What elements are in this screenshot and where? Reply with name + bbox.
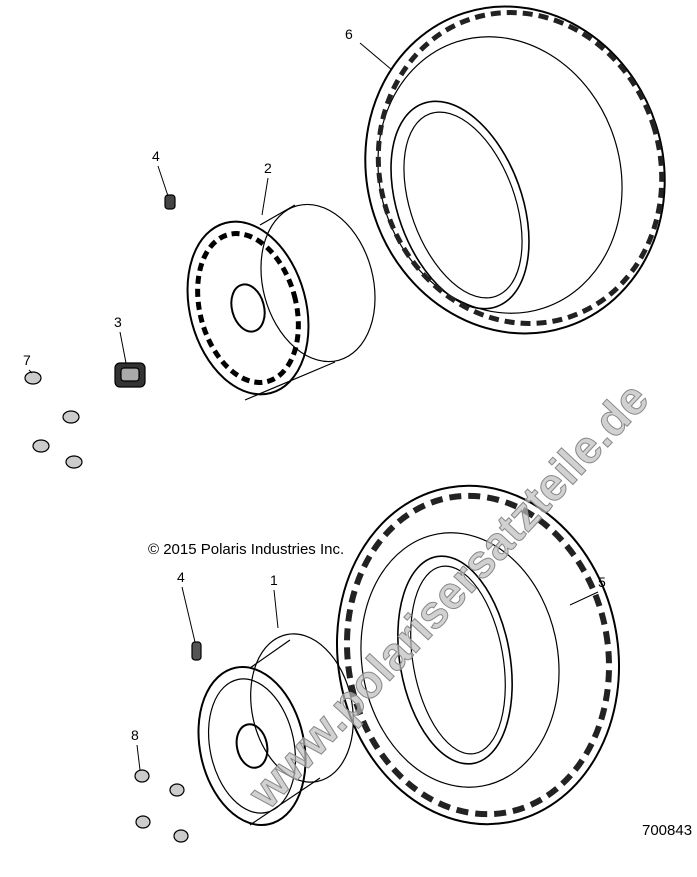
rear-tire-6 [364, 5, 666, 335]
callout-4: 4 [152, 148, 160, 164]
callout-1: 1 [270, 572, 278, 588]
valve-stem-4-lower [191, 641, 202, 661]
callout-6: 6 [345, 26, 353, 42]
front-tire-5 [336, 484, 620, 826]
callout-2: 2 [264, 160, 272, 176]
diagram-number: 700843 [642, 822, 693, 839]
rear-wheel-2 [186, 203, 376, 401]
front-wheel-1 [197, 633, 354, 826]
lug-nuts-7 [24, 371, 83, 469]
lug-nuts-8 [134, 769, 189, 843]
copyright-text: © 2015 Polaris Industries Inc. [148, 541, 345, 558]
callout-3: 3 [114, 314, 122, 330]
callout-7: 7 [23, 352, 31, 368]
callout-5: 5 [598, 574, 606, 590]
center-cap-3 [114, 362, 146, 388]
callout-4-lower: 4 [177, 569, 185, 585]
leader-lines [28, 42, 599, 771]
valve-stem-4 [164, 194, 176, 210]
callout-8: 8 [131, 727, 139, 743]
